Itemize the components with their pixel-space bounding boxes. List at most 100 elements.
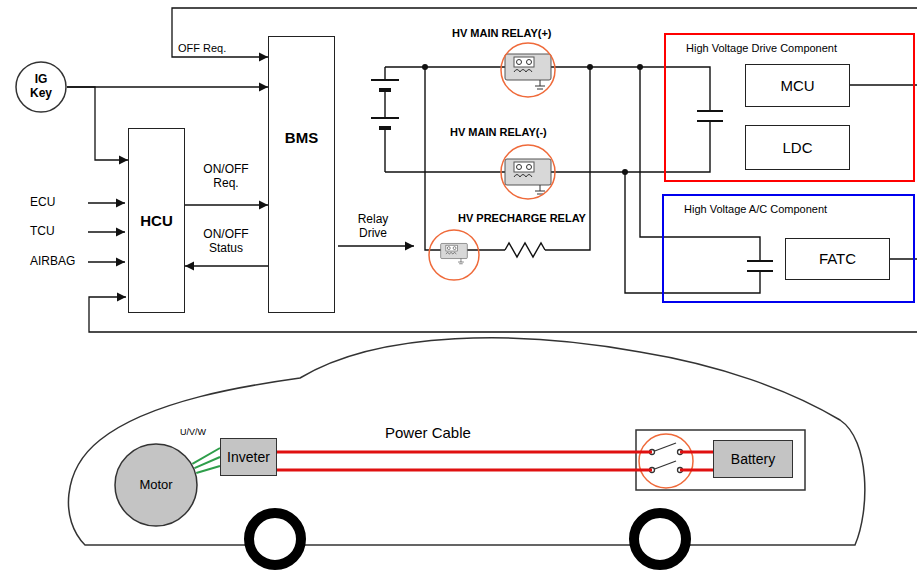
resistor-symbol (505, 243, 545, 257)
relay-symbol-part (527, 60, 532, 65)
wheel (249, 513, 301, 565)
relay-drive-arrow (338, 245, 414, 246)
relay-symbol-part (514, 175, 532, 178)
relay-symbol-part (527, 165, 532, 170)
relay-symbol-part (453, 247, 456, 250)
signal-name: TCU (30, 225, 55, 239)
relay-symbol-part (446, 245, 458, 251)
signal-name: Relay Drive (350, 213, 396, 241)
signal-name: AIRBAG (30, 255, 75, 269)
switch-highlight (639, 434, 693, 488)
relay-symbol-part (505, 54, 551, 80)
signal-name: OFF Req. (178, 42, 226, 55)
node-label: Motor (139, 478, 172, 493)
output-wire (850, 85, 917, 259)
group-heading: High Voltage A/C Component (684, 203, 913, 216)
hv-wire (640, 67, 760, 261)
edge-label: ON/OFF Req. (200, 163, 252, 191)
component-group: High Voltage A/C ComponentFATC (662, 194, 915, 303)
node-label: BMS (285, 129, 318, 146)
input-arrow (88, 231, 125, 232)
battery-wire (384, 67, 385, 172)
phase-cable (192, 448, 220, 473)
relay-symbol (505, 159, 551, 194)
switch-symbol-part (652, 461, 676, 470)
node-label: FATC (819, 250, 856, 267)
inverter-box: Inveter (220, 438, 277, 476)
switch-symbol (650, 443, 683, 473)
relay-symbol-part (458, 259, 464, 264)
power-cable (277, 452, 713, 470)
input-arrow (88, 261, 125, 262)
car-outline (68, 338, 864, 545)
capacitor-plate (697, 110, 723, 112)
capacitor-plate (747, 260, 773, 262)
relay-highlight-part (501, 145, 555, 199)
signal-arrow (67, 87, 128, 160)
relay-symbol-part (535, 80, 545, 89)
relay-symbol-part (447, 247, 450, 250)
key-circle: IG Key (15, 61, 67, 113)
battery-box: Battery (713, 440, 793, 478)
component-group: High Voltage Drive ComponentMCU LDC (664, 33, 915, 182)
input-arrow (88, 202, 125, 203)
relay-symbol-part (517, 60, 522, 65)
junction-dots-part (587, 64, 593, 70)
junction-dots-part (637, 64, 643, 70)
signal-arrow (67, 86, 268, 87)
relay-symbol-part (441, 243, 468, 258)
precharge-wire (425, 67, 590, 250)
component-box: FATC (785, 238, 890, 280)
relay-symbol-part (535, 185, 545, 194)
circle-outline-shape (16, 62, 66, 112)
node-label: Inveter (227, 449, 270, 465)
edge-label: ON/OFF Status (200, 228, 252, 256)
part-name: HV MAIN RELAY(-) (450, 126, 547, 139)
part-name: HV PRECHARGE RELAY (458, 212, 586, 225)
circle-outline-shape (115, 444, 197, 526)
battery-plate (371, 79, 399, 81)
relay-symbol-part (514, 57, 534, 67)
controller-box: BMS (268, 36, 335, 313)
signal-arrow (185, 204, 268, 205)
motor-circle: Motor (114, 443, 198, 527)
relay-symbol-part (446, 252, 456, 253)
junction-dots-part (422, 64, 428, 70)
signal-arrow (185, 265, 268, 266)
relay-highlight-part (429, 230, 479, 280)
edge-label: Power Cable (385, 424, 471, 441)
controller-box: HCU (128, 128, 185, 313)
relay-symbol-part (514, 162, 534, 172)
node-label: HCU (140, 212, 173, 229)
wheel (634, 513, 686, 565)
junction-dots-part (622, 169, 628, 175)
battery-housing (636, 430, 805, 490)
relay-highlight (429, 43, 555, 280)
node-label: MCU (780, 77, 814, 94)
node-label: IG Key (24, 73, 58, 101)
relay-symbol (505, 54, 551, 89)
edge-label: U/V/W (180, 427, 206, 437)
battery-plate (379, 126, 391, 130)
node-label: LDC (782, 139, 812, 156)
battery-plate (371, 117, 399, 119)
node-label: Battery (731, 451, 775, 467)
component-box: MCU (745, 64, 850, 107)
component-box: LDC (745, 125, 850, 170)
signal-wires (88, 8, 917, 332)
junction-dots (422, 64, 643, 175)
hv-wire (625, 172, 760, 293)
battery-plate (379, 88, 391, 92)
relay-symbol (441, 243, 468, 263)
signal-name: ECU (30, 196, 55, 210)
relay-symbol-part (505, 159, 551, 185)
capacitor-plate (747, 270, 773, 272)
car-illustration (68, 338, 864, 565)
group-heading: High Voltage Drive Component (686, 42, 913, 55)
part-name: HV MAIN RELAY(+) (452, 27, 552, 40)
relay-symbol-part (514, 70, 532, 73)
relay-highlight-part (501, 43, 555, 97)
